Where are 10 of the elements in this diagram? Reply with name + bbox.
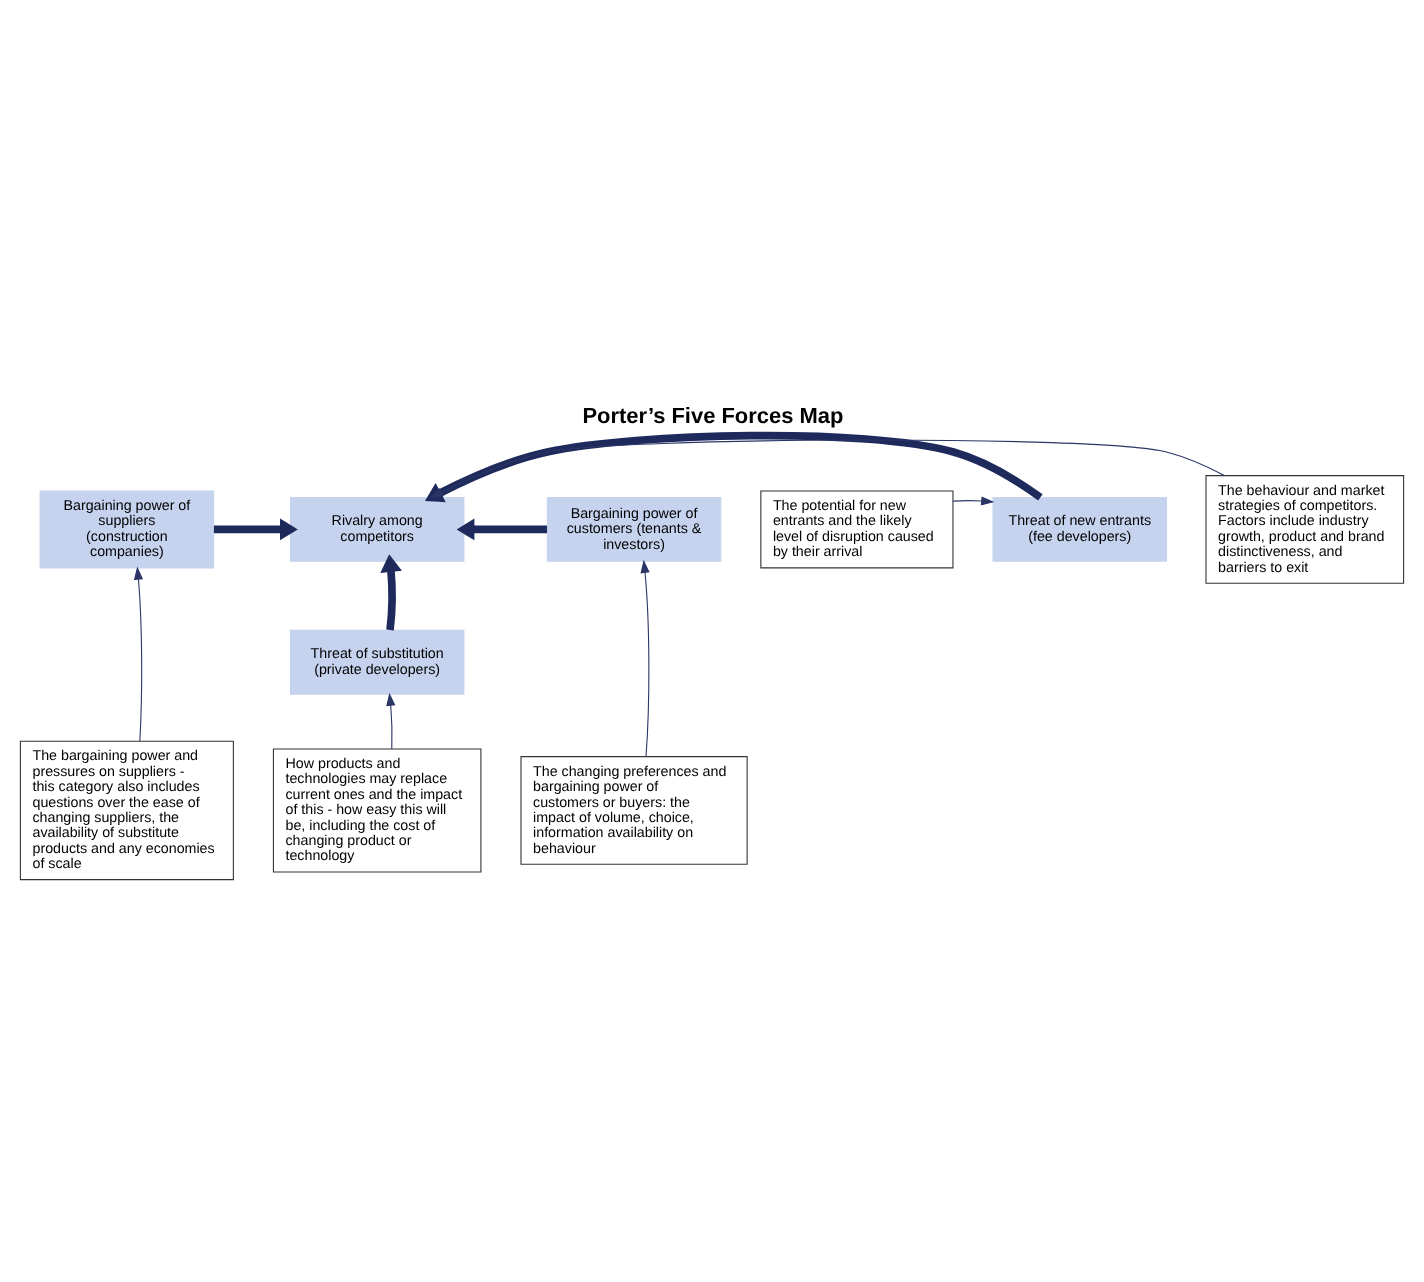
arrow: [640, 559, 650, 757]
arrow: [386, 692, 396, 750]
arrow: [952, 496, 995, 506]
arrow: [213, 518, 298, 541]
diagram-title: Porter’s Five Forces Map: [582, 405, 844, 430]
arrow: [429, 439, 1225, 499]
arrow: [380, 554, 402, 631]
arrow: [133, 566, 144, 742]
arrow: [456, 518, 548, 541]
arrow: [424, 431, 1043, 503]
